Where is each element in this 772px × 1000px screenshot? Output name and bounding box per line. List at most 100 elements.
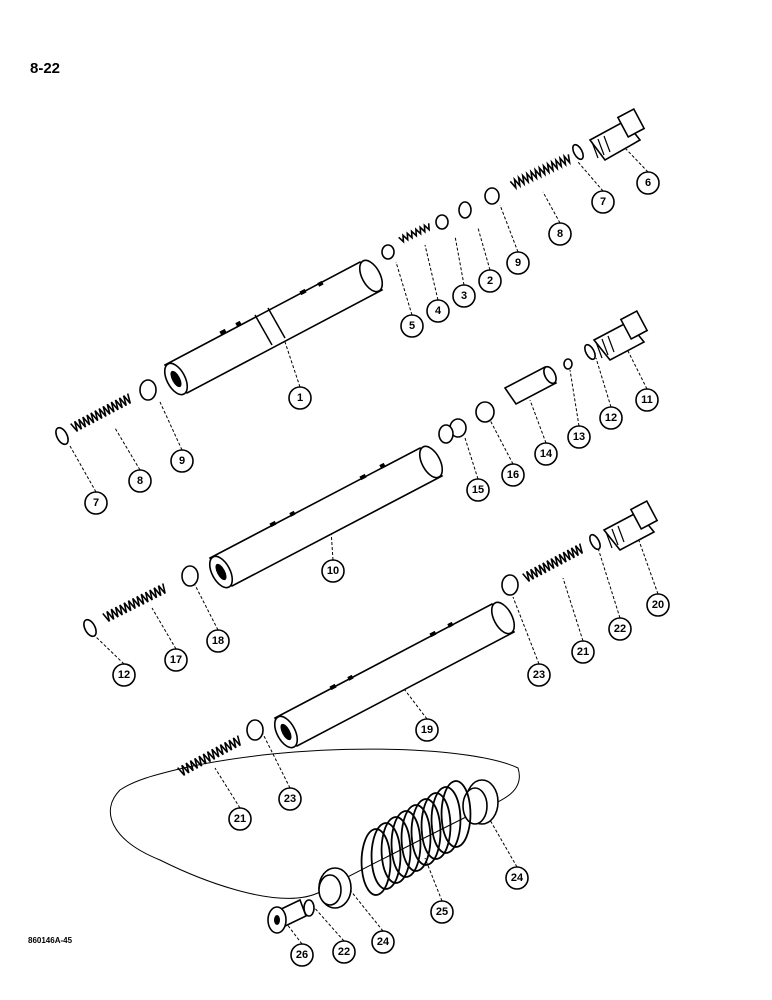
callout-number: 26: [296, 949, 308, 961]
callout-23: 23: [527, 663, 551, 687]
seat-23-left: [246, 719, 264, 741]
callout-number: 19: [421, 724, 433, 736]
small-parts-2-5-9: [381, 187, 500, 260]
callout-circle: [170, 449, 194, 473]
callout-circle: [591, 190, 615, 214]
callout-number: 12: [605, 412, 617, 424]
grouping-outline: [110, 748, 520, 899]
o-ring-7: [572, 143, 584, 161]
callout-22: 22: [608, 617, 632, 641]
callout-number: 12: [118, 669, 130, 681]
seat-23-right: [501, 574, 519, 596]
callout-circle: [84, 491, 108, 515]
callout-24: 24: [505, 866, 529, 890]
callout-number: 15: [472, 484, 484, 496]
callout-number: 17: [170, 654, 182, 666]
callout-number: 23: [284, 793, 296, 805]
callout-circle: [466, 478, 490, 502]
leader-line: [577, 161, 604, 192]
callout-4: 4: [426, 299, 450, 323]
callout-circle: [128, 469, 152, 493]
leader-line: [395, 261, 413, 316]
callout-23: 23: [278, 787, 302, 811]
callout-8: 8: [128, 469, 152, 493]
washer-13: [563, 358, 573, 370]
ring-15b: [438, 424, 454, 444]
callout-circle: [452, 284, 476, 308]
callout-1: 1: [288, 386, 312, 410]
leader-line: [512, 596, 540, 665]
callout-number: 20: [652, 599, 664, 611]
o-ring-22: [589, 533, 601, 551]
callout-7: 7: [84, 491, 108, 515]
leader-line: [636, 534, 659, 595]
callout-number: 14: [540, 448, 553, 460]
spool-1: [163, 259, 384, 396]
leader-line: [194, 584, 219, 631]
callout-circle: [206, 629, 230, 653]
callout-9: 9: [170, 449, 194, 473]
callout-25: 25: [430, 900, 454, 924]
callout-circle: [599, 406, 623, 430]
o-ring-7-left: [55, 426, 69, 446]
callout-13: 13: [567, 425, 591, 449]
callout-19: 19: [415, 718, 439, 742]
leader-line: [542, 191, 561, 224]
callout-number: 8: [137, 475, 143, 487]
callout-circle: [506, 251, 530, 275]
leader-line: [499, 204, 519, 253]
callout-2: 2: [478, 269, 502, 293]
callout-number: 4: [435, 305, 442, 317]
callout-number: 2: [487, 275, 493, 287]
callout-number: 8: [557, 228, 563, 240]
callout-number: 10: [327, 565, 339, 577]
springs: [70, 223, 584, 776]
callout-10: 10: [321, 559, 345, 583]
leader-line: [349, 889, 384, 932]
callout-labels: 1234567897891011121314151612171819202122…: [84, 171, 670, 967]
callout-number: 9: [515, 257, 521, 269]
callout-circle: [478, 269, 502, 293]
leader-line: [477, 227, 491, 271]
leader-line: [489, 819, 518, 868]
retainer-24-right: [462, 779, 499, 825]
plug-6: [588, 107, 646, 162]
leader-line: [284, 341, 301, 388]
callout-circle: [430, 900, 454, 924]
callout-circle: [636, 171, 660, 195]
callout-number: 23: [533, 669, 545, 681]
callout-22: 22: [332, 940, 356, 964]
leader-lines: [69, 147, 659, 945]
callout-circle: [534, 442, 558, 466]
callout-number: 22: [338, 946, 350, 958]
callout-circle: [371, 930, 395, 954]
callout-circle: [290, 943, 314, 967]
callout-number: 7: [600, 196, 606, 208]
spring-8: [509, 153, 571, 191]
callout-circle: [567, 425, 591, 449]
callout-9: 9: [506, 251, 530, 275]
callout-circle: [228, 807, 252, 831]
callout-26: 26: [290, 943, 314, 967]
callout-number: 9: [179, 455, 185, 467]
callout-number: 24: [377, 936, 390, 948]
callout-number: 18: [212, 635, 224, 647]
seat-18: [181, 565, 199, 587]
callout-circle: [635, 388, 659, 412]
leader-line: [424, 244, 439, 301]
leader-line: [595, 357, 612, 408]
callout-3: 3: [452, 284, 476, 308]
callout-circle: [608, 617, 632, 641]
leader-line: [214, 767, 241, 809]
plug-11: [592, 309, 649, 362]
leader-line: [464, 437, 479, 480]
leader-line: [424, 857, 443, 902]
callout-number: 5: [409, 320, 415, 332]
o-ring-12: [584, 343, 596, 361]
callout-7: 7: [591, 190, 615, 214]
leader-line: [529, 399, 547, 444]
leader-line: [151, 607, 177, 650]
callout-circle: [321, 559, 345, 583]
callout-circle: [278, 787, 302, 811]
callout-15: 15: [466, 478, 490, 502]
